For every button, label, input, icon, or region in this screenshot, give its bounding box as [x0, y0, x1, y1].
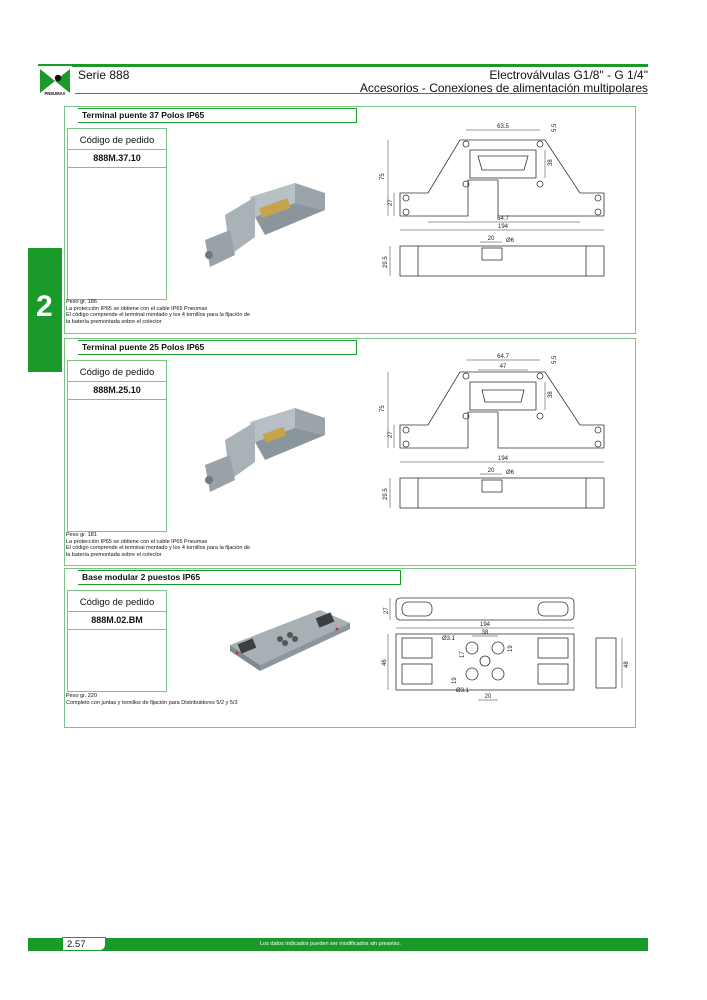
weight-note: Peso gr. 181	[66, 532, 97, 538]
note-line: la batería premontada sobre el colector	[66, 318, 162, 325]
dimension-label: 38	[548, 391, 554, 398]
section-terminal-37	[64, 106, 636, 334]
dimension-label: 17	[460, 651, 466, 658]
dimension-label: Ø6	[506, 238, 515, 244]
header-rule	[38, 64, 648, 67]
footer-bar	[28, 938, 648, 951]
series-label: Serie 888	[78, 68, 130, 82]
order-code: 888M.25.10	[68, 381, 166, 399]
section-base-modular	[64, 568, 636, 728]
dimension-label: Ø3.1	[442, 636, 456, 642]
pneumax-logo: PNEUMAX	[38, 66, 72, 96]
product-notes: Peso gr. 186 La protección IP65 se obtie…	[66, 299, 250, 325]
dimension-label: 46	[382, 659, 388, 666]
dimension-label: 38	[548, 159, 554, 166]
dimension-label: 194	[498, 456, 509, 462]
order-label: Código de pedido	[79, 597, 155, 608]
dimension-label: 64.7	[497, 354, 509, 360]
product-image-terminal-25	[205, 408, 325, 492]
page-title: Electroválvulas G1/8" - G 1/4"	[489, 68, 648, 82]
dimension-label: 194	[498, 224, 509, 230]
dimension-label: 75	[380, 405, 386, 412]
section-terminal-25	[64, 338, 636, 566]
logo-text: PNEUMAX	[45, 91, 66, 96]
dimension-label: 29.5	[383, 488, 389, 500]
technical-drawing-base-modular: 27 194 Ø3.1 38 17 19 46 19 Ø3.1 20 48	[382, 597, 630, 701]
footer-disclaimer: Los datos indicados pueden ser modificad…	[260, 941, 401, 947]
order-box: Código de pedido 888M.02.BM	[67, 590, 167, 692]
dimension-label: 20	[485, 694, 492, 700]
note-line: la batería premontada sobre el colector	[66, 551, 162, 558]
chapter-tab	[28, 248, 62, 372]
order-code: 888M.02.BM	[68, 611, 166, 629]
dimension-label: 47	[500, 364, 507, 370]
dimension-label: 48	[624, 661, 630, 668]
order-label: Código de pedido	[79, 367, 155, 378]
order-label: Código de pedido	[79, 135, 155, 146]
dimension-label: 63.5	[497, 124, 509, 130]
weight-note: Peso gr. 220	[66, 693, 97, 699]
dimension-label: 27	[384, 607, 390, 614]
dimension-label: Ø3.1	[456, 688, 470, 694]
product-image-base-modular	[230, 610, 350, 671]
dimension-label: 5.5	[552, 123, 558, 132]
technical-drawing-terminal-25: 64.7 47 5.5 38 75 27 194 20 Ø6 29.5	[380, 354, 605, 509]
page-subtitle: Accesorios - Conexiones de alimentación …	[359, 81, 648, 95]
product-image-terminal-37	[205, 183, 325, 267]
dimension-label: 38	[482, 630, 489, 636]
technical-drawing-terminal-37: 63.5 5.5 38 75 27 64.7 194 20 Ø6 29.5	[380, 123, 605, 277]
order-box: Código de pedido 888M.25.10	[67, 360, 167, 532]
dimension-label: 194	[480, 622, 491, 628]
dimension-label: 19	[508, 645, 514, 652]
product-notes: Peso gr. 220 Completo con juntas y torni…	[66, 693, 238, 706]
page-number: 2.57	[62, 937, 106, 951]
note-line: Completo con juntas y tornillos de fijac…	[66, 699, 238, 706]
dimension-label: 64.7	[497, 216, 509, 222]
section-title: Terminal puente 25 Polos IP65	[78, 340, 357, 355]
dimension-label: 5.5	[552, 355, 558, 364]
dimension-label: 29.5	[383, 256, 389, 268]
note-line: La protección IP65 se obtiene con el cab…	[66, 305, 208, 312]
dimension-label: 19	[452, 677, 458, 684]
section-title: Terminal puente 37 Polos IP65	[78, 108, 357, 123]
note-line: La protección IP65 se obtiene con el cab…	[66, 538, 208, 545]
order-box: Código de pedido 888M.37.10	[67, 128, 167, 300]
order-code: 888M.37.10	[68, 149, 166, 167]
dimension-label: 75	[380, 173, 386, 180]
product-notes: Peso gr. 181 La protección IP65 se obtie…	[66, 532, 250, 558]
weight-note: Peso gr. 186	[66, 299, 97, 305]
dimension-label: 20	[488, 468, 495, 474]
header-subrule	[75, 93, 648, 94]
note-line: El código comprende el terminal montado …	[66, 545, 251, 552]
dimension-label: 27	[388, 199, 394, 206]
dimension-label: 20	[488, 236, 495, 242]
note-line: El código comprende el terminal montado …	[66, 312, 251, 319]
dimension-label: 27	[388, 431, 394, 438]
dimension-label: Ø6	[506, 470, 515, 476]
chapter-number: 2	[36, 290, 53, 323]
section-title: Base modular 2 puestos IP65	[78, 570, 401, 585]
